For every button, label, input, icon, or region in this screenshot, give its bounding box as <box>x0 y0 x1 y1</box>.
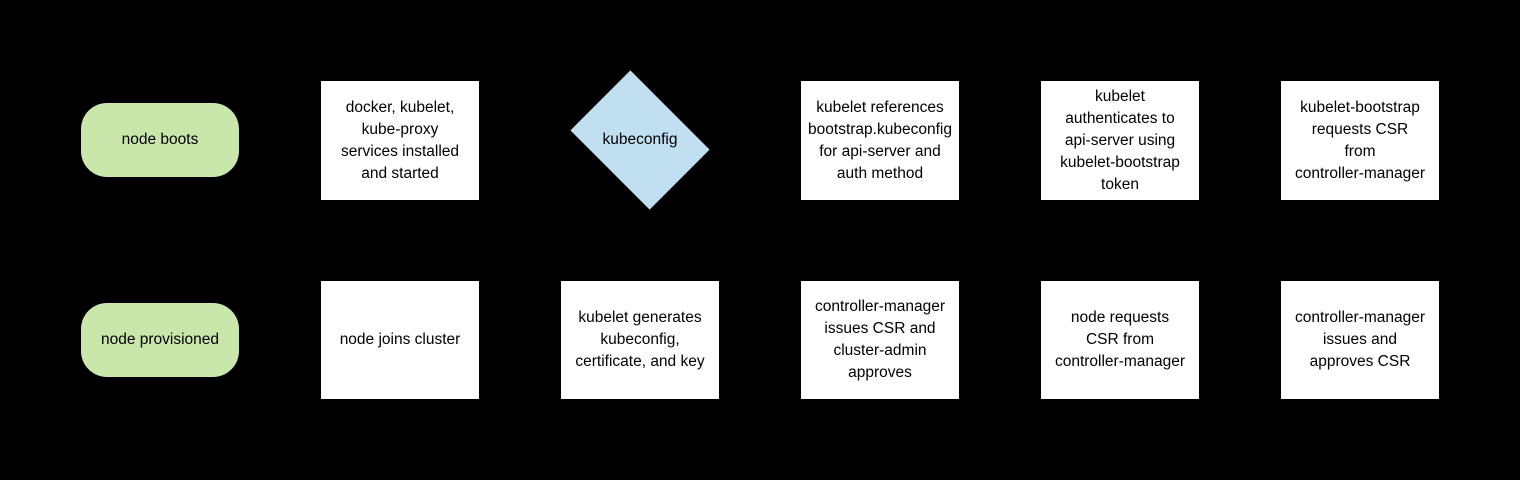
flow-node-node-provisioned[interactable]: node provisioned <box>81 303 239 377</box>
flow-node-services-installed[interactable]: docker, kubelet, kube-proxy services ins… <box>321 81 479 200</box>
flow-node-label: node boots <box>121 131 199 148</box>
flow-node-kubeconfig[interactable]: kubeconfig <box>561 70 719 210</box>
flow-node-label: kubelet references bootstrap.kubeconfig … <box>808 98 952 182</box>
flow-node-node-joins-cluster[interactable]: node joins cluster <box>321 281 479 399</box>
flow-node-node-requests-csr[interactable]: node requests CSR from controller-manage… <box>1041 281 1199 399</box>
flow-node-label: kubelet-bootstrap requests CSR from cont… <box>1294 98 1426 182</box>
flow-node-label: kubelet authenticates to api-server usin… <box>1060 87 1180 193</box>
flow-node-kubelet-authenticates[interactable]: kubelet authenticates to api-server usin… <box>1041 81 1199 200</box>
flow-node-label: docker, kubelet, kube-proxy services ins… <box>340 98 460 182</box>
flow-node-controller-manager-issues-approves[interactable]: controller-manager issues and approves C… <box>1281 281 1439 399</box>
flow-node-kubelet-references-bootstrap-kubeconfig[interactable]: kubelet references bootstrap.kubeconfig … <box>801 81 959 200</box>
flow-node-node-boots[interactable]: node boots <box>81 103 239 177</box>
flow-node-kubelet-bootstrap-requests-csr[interactable]: kubelet-bootstrap requests CSR from cont… <box>1281 81 1439 200</box>
flow-node-controller-manager-issues-csr[interactable]: controller-manager issues CSR and cluste… <box>801 281 959 399</box>
flow-node-label: kubelet generates kubeconfig, certificat… <box>575 309 705 370</box>
flow-node-label: controller-manager issues and approves C… <box>1294 309 1426 370</box>
flow-node-label: node provisioned <box>100 331 220 348</box>
flow-node-label: node requests CSR from controller-manage… <box>1054 309 1186 370</box>
flow-node-label: node joins cluster <box>339 331 461 348</box>
flow-node-label: kubeconfig <box>602 131 678 148</box>
flow-node-label: controller-manager issues CSR and cluste… <box>814 298 946 381</box>
flow-node-kubelet-generates-kubeconfig[interactable]: kubelet generates kubeconfig, certificat… <box>561 281 719 399</box>
